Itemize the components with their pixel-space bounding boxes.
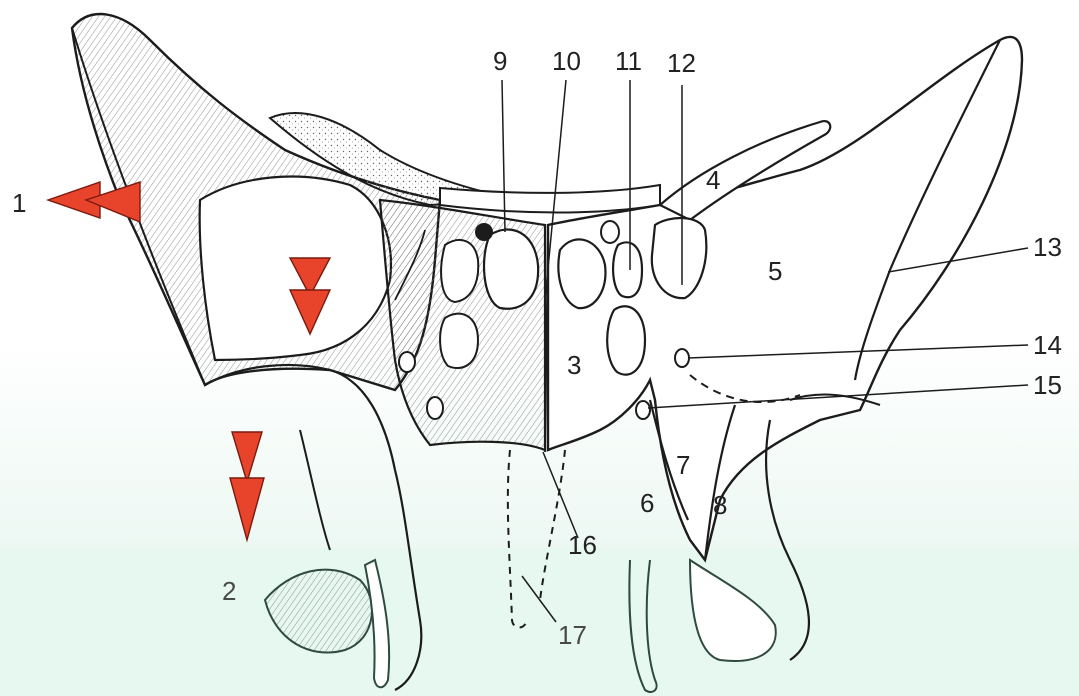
dashed-vomer-right <box>540 450 565 600</box>
label-11: 11 <box>615 48 642 74</box>
right-body <box>548 37 1022 560</box>
label-12: 12 <box>667 50 696 76</box>
leader-16 <box>543 452 578 538</box>
label-16: 16 <box>568 532 597 558</box>
arrow-1 <box>48 182 140 222</box>
foramen-small-c <box>427 397 443 419</box>
sinus-cell-b <box>440 314 478 368</box>
label-2: 2 <box>222 578 236 604</box>
arrow-2 <box>230 432 264 540</box>
label-13: 13 <box>1033 234 1062 260</box>
label-15: 15 <box>1033 372 1062 398</box>
foramen-15 <box>636 401 650 419</box>
left-pterygoid <box>395 470 421 690</box>
canal-lower <box>607 306 645 374</box>
sinus-cell-c <box>484 229 538 308</box>
leader-17 <box>522 576 556 622</box>
left-lower-lobe <box>265 570 372 653</box>
label-9: 9 <box>493 48 507 74</box>
label-5: 5 <box>768 258 782 284</box>
label-1: 1 <box>12 190 26 216</box>
foramen-small-a <box>475 223 493 241</box>
label-8: 8 <box>713 492 727 518</box>
label-14: 14 <box>1033 332 1062 358</box>
foramen-14 <box>675 349 689 367</box>
right-inner-cavity <box>558 239 605 308</box>
label-3: 3 <box>567 352 581 378</box>
foramen-small-b <box>399 352 415 372</box>
label-4: 4 <box>706 167 720 193</box>
left-pterygoid-2 <box>300 430 330 550</box>
dashed-vomer-left <box>508 450 527 628</box>
canal-11 <box>613 242 642 297</box>
canal-small <box>601 221 619 243</box>
label-6: 6 <box>640 490 654 516</box>
label-17: 17 <box>558 622 587 648</box>
label-10: 10 <box>552 48 581 74</box>
right-hamulus <box>629 560 656 692</box>
right-lower-lobe <box>690 560 776 661</box>
label-7: 7 <box>676 452 690 478</box>
